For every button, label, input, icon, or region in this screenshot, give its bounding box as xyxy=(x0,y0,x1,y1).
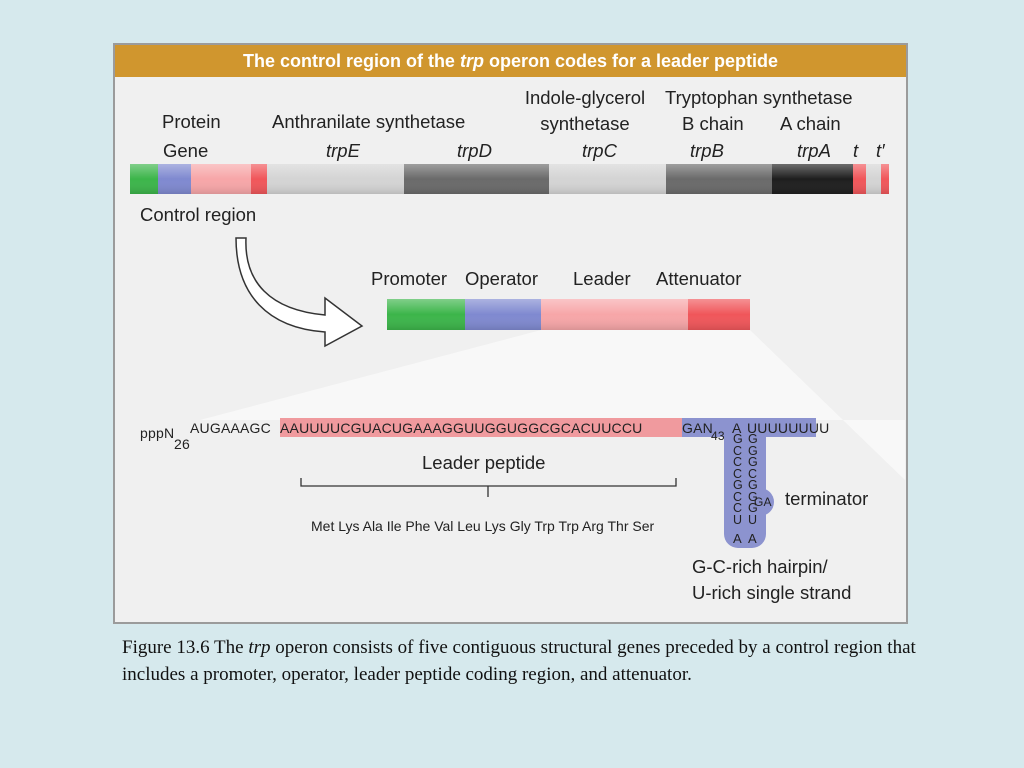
loop-ga: GA xyxy=(754,495,772,509)
seq-sub26: 26 xyxy=(174,436,190,452)
label-a-chain: A chain xyxy=(780,113,841,134)
stem-nucleotide: G xyxy=(748,478,758,492)
leader-highlight xyxy=(280,418,682,437)
seq-tail: UUUUUUUU xyxy=(747,420,830,436)
title-banner: The control region of the trp operon cod… xyxy=(115,45,906,77)
stem-nucleotide: G xyxy=(748,501,758,515)
label-leader: Leader xyxy=(573,268,631,289)
figure-title: The control region of the trp operon cod… xyxy=(242,51,779,71)
stem-nucleotide: G xyxy=(733,432,743,446)
hairpin xyxy=(724,420,774,548)
label-indole-glycerol: Indole-glycerol xyxy=(524,87,646,108)
label-operator: Operator xyxy=(465,268,539,289)
stem-nucleotide: G xyxy=(748,489,758,504)
label-trpB: trpB xyxy=(690,140,724,161)
label-protein: Protein xyxy=(162,111,221,132)
label-trpE: trpE xyxy=(326,140,360,161)
stem-nucleotide: G xyxy=(748,443,758,458)
stem-nucleotide: C xyxy=(748,466,758,481)
stem-nucleotide: U xyxy=(748,512,758,527)
figure-caption: Figure 13.6 The trp operon consists of f… xyxy=(122,637,916,685)
label-tryptophan-synthetase: Tryptophan synthetase xyxy=(665,87,853,108)
label-attenuator: Attenuator xyxy=(656,268,742,289)
stem-nucleotide: G xyxy=(748,432,758,446)
label-trpA: trpA xyxy=(797,140,831,161)
amino-acid-sequence: Met Lys Ala Ile Phe Val Leu Lys Gly Trp … xyxy=(311,518,655,534)
label-terminator: terminator xyxy=(785,488,869,509)
label-hairpin-2: U-rich single strand xyxy=(692,582,852,603)
leader-bracket xyxy=(300,478,677,497)
figure-panel: The control region of the trp operon cod… xyxy=(113,43,908,624)
stem-nucleotide: C xyxy=(733,443,743,458)
stem-nucleotide: G xyxy=(748,455,758,469)
stem-nucleotide: C xyxy=(733,501,743,515)
label-indole-synthetase: synthetase xyxy=(540,113,630,134)
label-b-chain: B chain xyxy=(682,113,744,134)
label-trpD: trpD xyxy=(457,140,492,161)
label-t-prime: t′ xyxy=(876,140,885,161)
label-hairpin-1: G-C-rich hairpin/ xyxy=(692,556,828,577)
control-region-bar xyxy=(387,299,750,330)
label-trpC: trpC xyxy=(582,140,617,161)
seq-prefix: AUGAAAGC xyxy=(190,420,271,436)
seq-leader: AAUUUUCGUACUGAAAGGUUGGUGGCGCACUUCCU xyxy=(280,420,643,436)
gene-bar xyxy=(130,164,889,194)
label-control-region: Control region xyxy=(140,204,257,225)
bottom-a-left: A xyxy=(733,531,742,546)
seq-ppp: pppN xyxy=(140,425,175,441)
label-t: t xyxy=(853,140,859,161)
seq-sub43: 43 xyxy=(711,429,725,443)
seq-tail-a: A xyxy=(732,420,742,436)
stem-nucleotide: G xyxy=(733,478,743,492)
label-anthranilate-synthetase: Anthranilate synthetase xyxy=(272,111,466,132)
label-leader-peptide: Leader peptide xyxy=(422,452,546,473)
label-promoter: Promoter xyxy=(371,268,448,289)
label-gene: Gene xyxy=(163,140,209,161)
stem-nucleotide: C xyxy=(733,489,743,504)
zoom-wedge xyxy=(200,330,905,480)
seq-gan: GAN xyxy=(682,420,713,436)
stem-nucleotide: U xyxy=(733,512,743,527)
stem-nucleotide: C xyxy=(733,466,743,481)
bottom-a-right: A xyxy=(748,531,757,546)
curved-arrow xyxy=(235,237,364,348)
stem-nucleotide: C xyxy=(733,455,743,469)
